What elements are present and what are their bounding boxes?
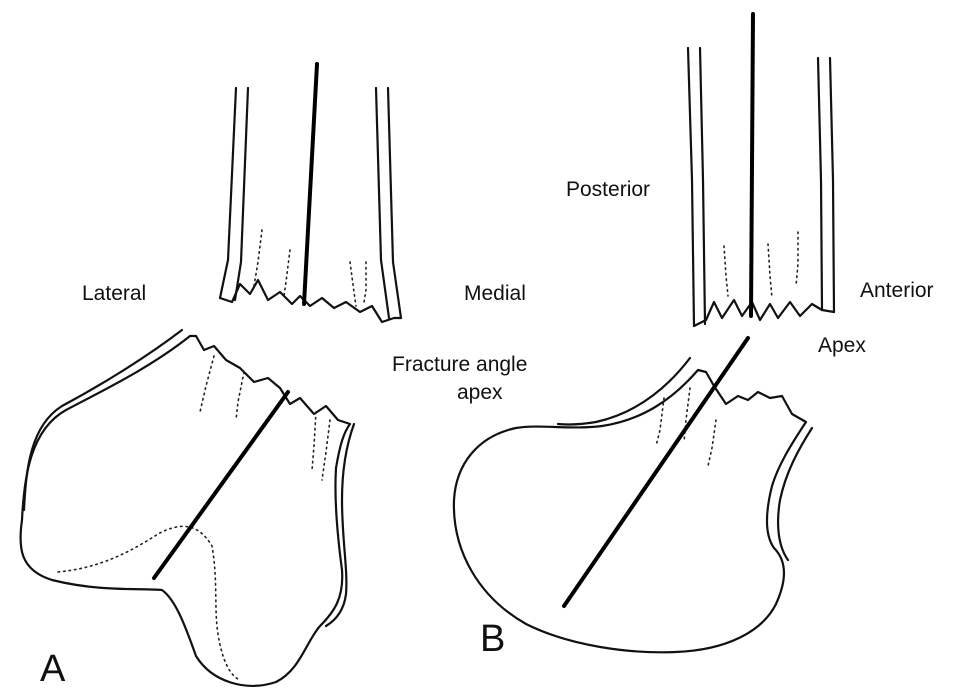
label-apex: Apex <box>818 334 866 358</box>
label-anterior: Anterior <box>860 279 934 303</box>
label-posterior: Posterior <box>566 178 650 202</box>
label-fracture-angle-apex: apex <box>457 381 503 405</box>
panel-a-drawing <box>20 64 401 686</box>
panel-b-drawing <box>454 14 834 652</box>
panel-a-distal-fragment <box>20 330 354 686</box>
label-medial: Medial <box>464 282 526 306</box>
panel-letter-a: A <box>40 650 65 688</box>
panel-b-proximal-axis <box>751 14 753 316</box>
label-fracture-angle: Fracture angle <box>392 353 527 377</box>
panel-b-proximal-fragment <box>688 48 834 326</box>
panel-letter-b: B <box>480 620 505 658</box>
panel-a-proximal-axis <box>304 64 317 304</box>
label-lateral: Lateral <box>82 282 146 306</box>
